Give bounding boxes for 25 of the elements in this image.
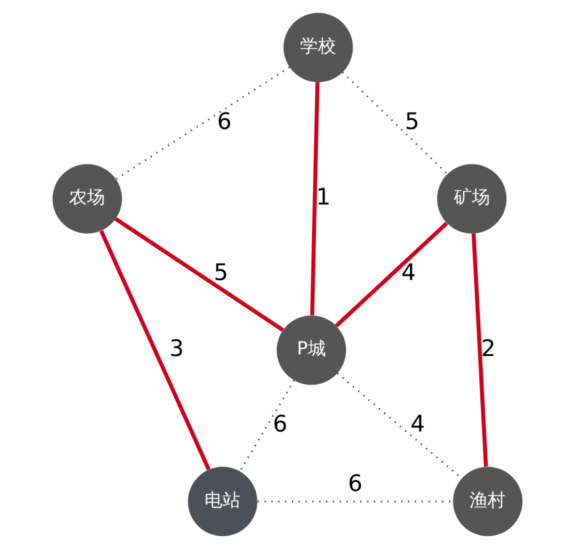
connector — [341, 72, 448, 174]
node-circle: 矿场 — [436, 164, 506, 234]
node-circle: P城 — [276, 315, 346, 385]
edge-label: 4 — [400, 260, 416, 286]
edge-label: 5 — [213, 260, 228, 286]
edge-label: 4 — [410, 412, 425, 438]
connector — [334, 222, 448, 328]
connector — [310, 82, 319, 316]
node-circle: 学校 — [283, 12, 352, 82]
connector — [115, 66, 290, 180]
connector — [98, 230, 210, 470]
connector — [114, 217, 284, 332]
edge-label: 1 — [316, 184, 330, 211]
connector — [471, 233, 488, 467]
edge-label: 2 — [480, 336, 496, 362]
edge-label: 5 — [404, 108, 419, 135]
edge-label: 6 — [272, 412, 287, 438]
node-circle: 电站 — [187, 466, 257, 536]
node-circle: 农场 — [52, 164, 122, 234]
edge-label: 3 — [168, 336, 184, 362]
edge-label: 6 — [216, 108, 232, 135]
edge-label: 6 — [347, 471, 362, 498]
connector — [238, 380, 294, 472]
node-circle: 渔村 — [452, 466, 522, 536]
connector — [336, 372, 462, 479]
